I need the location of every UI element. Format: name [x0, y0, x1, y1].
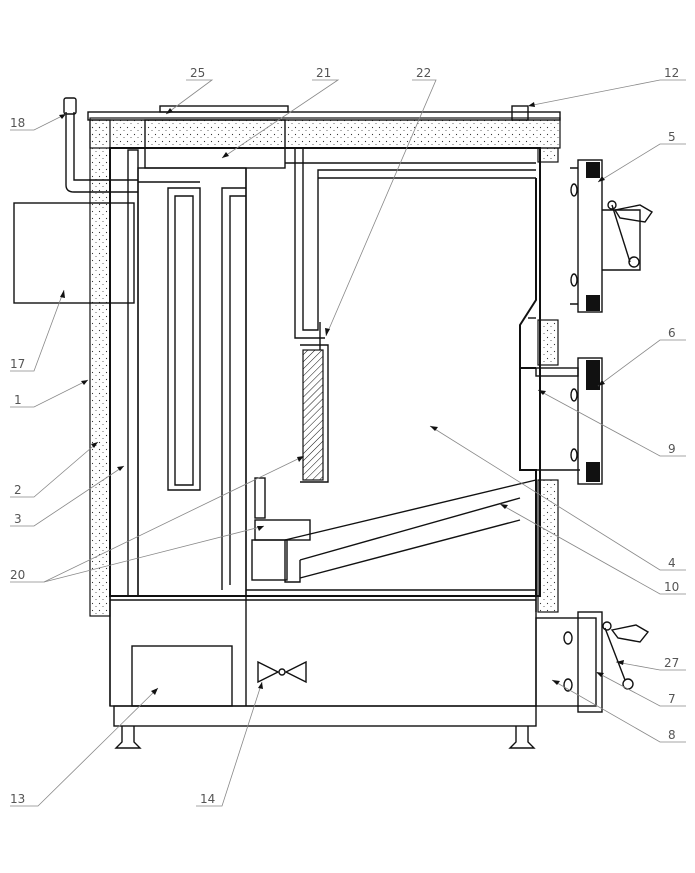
callout-3: 3 — [14, 512, 22, 526]
callout-20: 20 — [10, 568, 25, 582]
lower-door — [535, 611, 650, 713]
callout-18: 18 — [10, 116, 25, 130]
callout-5: 5 — [668, 130, 676, 144]
baffle-plate — [300, 344, 329, 483]
callout-labels: 1 2 3 17 18 20 13 14 25 21 22 12 5 6 9 4… — [10, 66, 679, 806]
upper-door — [570, 159, 654, 313]
callout-12: 12 — [664, 66, 679, 80]
top-insulation — [87, 111, 561, 149]
chimney-outlet — [13, 202, 135, 304]
ash-box — [131, 645, 233, 707]
callout-9: 9 — [668, 442, 676, 456]
front-wall — [519, 178, 580, 596]
top-vents — [159, 105, 529, 121]
callout-7: 7 — [668, 692, 676, 706]
flue-tubes — [138, 181, 246, 590]
callout-1: 1 — [14, 393, 22, 407]
water-pipe — [294, 148, 536, 350]
callout-10: 10 — [664, 580, 679, 594]
grate — [246, 477, 537, 591]
middle-door — [535, 357, 603, 485]
callout-4: 4 — [668, 556, 676, 570]
safety-tube — [63, 97, 138, 193]
left-insulation — [89, 119, 111, 617]
callout-25: 25 — [190, 66, 205, 80]
air-damper — [257, 660, 307, 684]
callout-13: 13 — [10, 792, 25, 806]
callout-6: 6 — [668, 326, 676, 340]
feet — [114, 726, 536, 749]
right-insulation — [537, 147, 559, 613]
callout-2: 2 — [14, 483, 22, 497]
callout-22: 22 — [416, 66, 431, 80]
callout-14: 14 — [200, 792, 215, 806]
boiler-body — [109, 119, 541, 727]
callout-8: 8 — [668, 728, 676, 742]
callout-17: 17 — [10, 357, 25, 371]
callout-21: 21 — [316, 66, 331, 80]
leader-lines — [10, 79, 686, 807]
callout-27: 27 — [664, 656, 679, 670]
